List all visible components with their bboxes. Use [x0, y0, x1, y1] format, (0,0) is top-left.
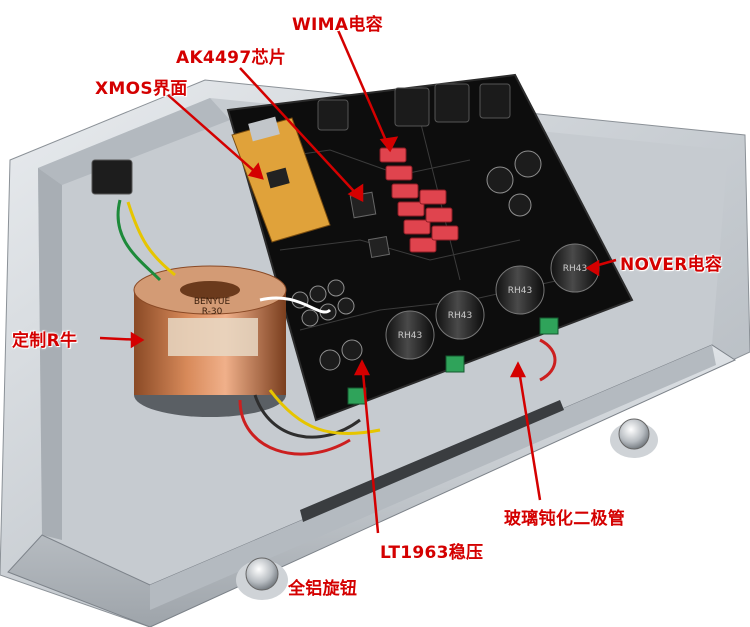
cap-mark: RH43: [508, 286, 532, 296]
cap-mark: RH43: [448, 311, 472, 321]
wires: [116, 199, 557, 456]
label-wima: WIMA电容: [292, 15, 383, 35]
label-xmos: XMOS界面: [95, 79, 188, 99]
label-ak4497: AK4497芯片: [176, 48, 287, 68]
transformer-brand: BENYUE: [194, 297, 231, 307]
display-slot: [300, 400, 564, 522]
input-knob: [610, 418, 658, 458]
cap-mark: RH43: [563, 264, 587, 274]
label-r-core: 定制R牛: [12, 331, 78, 351]
transformer-model: R-30: [202, 307, 223, 317]
label-knob: 全铝旋钮: [288, 579, 358, 599]
power-inlet: [91, 159, 133, 195]
terminal-blocks: [347, 317, 559, 405]
small-capacitors: [291, 150, 542, 371]
label-diode: 玻璃钝化二极管: [504, 509, 626, 529]
wima-capacitors: [379, 147, 459, 253]
volume-knob: [236, 557, 288, 600]
cap-mark: RH43: [398, 331, 422, 341]
nover-capacitors: [385, 243, 600, 360]
label-nover: NOVER电容: [620, 255, 723, 275]
output-jacks: [317, 83, 511, 131]
label-lt1963: LT1963稳压: [380, 543, 484, 563]
transformer: BENYUE R-30: [133, 265, 287, 417]
